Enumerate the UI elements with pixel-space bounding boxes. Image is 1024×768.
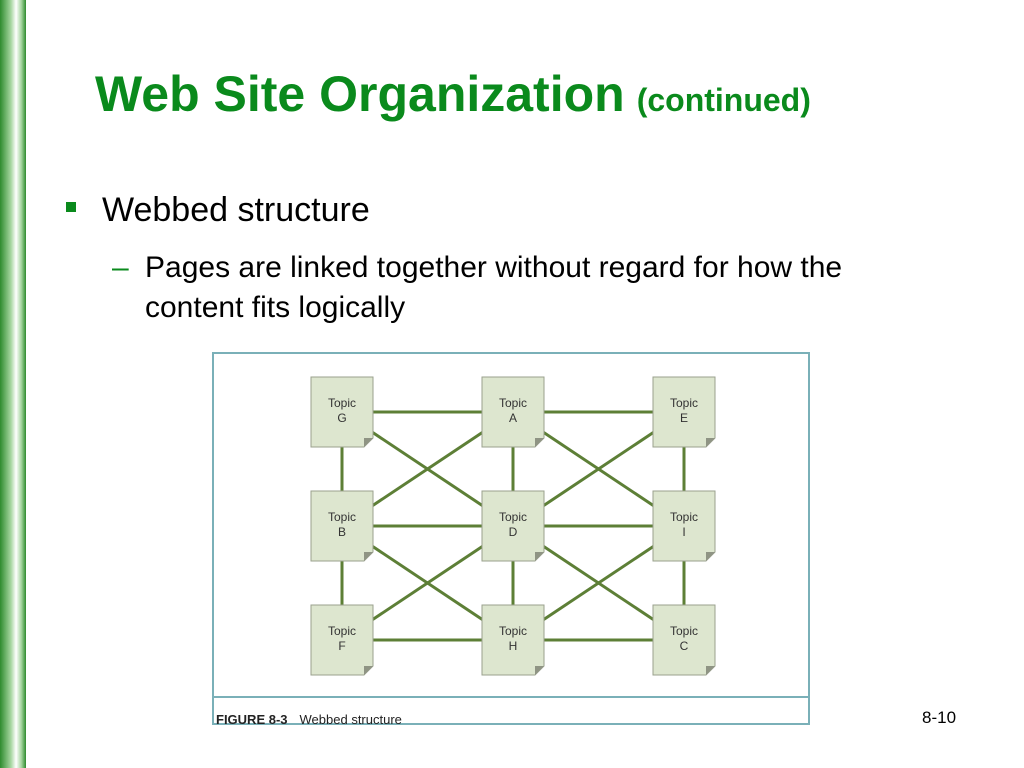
figure-caption-text: Webbed structure [299,712,402,727]
bullet-square-icon [66,202,76,212]
topic-letter: I [682,525,685,539]
page-fold-icon [706,552,715,561]
topic-label: Topic [499,624,527,638]
topic-label: Topic [499,396,527,410]
topic-letter: D [509,525,518,539]
page-fold-icon [364,552,373,561]
slide-title-suffix: (continued) [636,82,811,118]
topic-letter: B [338,525,346,539]
decorative-side-bar [0,0,26,768]
topic-letter: A [509,411,517,425]
topic-letter: G [337,411,346,425]
figure-caption: FIGURE 8-3 Webbed structure [216,712,402,727]
topic-letter: C [680,639,689,653]
webbed-structure-diagram: TopicGTopicATopicETopicBTopicDTopicITopi… [310,376,716,676]
bullet-text: Webbed structure [102,191,370,229]
slide-title-main: Web Site Organization [95,66,625,122]
topic-letter: F [338,639,345,653]
page-fold-icon [706,438,715,447]
topic-label: Topic [670,624,698,638]
caption-divider [214,696,808,698]
figure-number: FIGURE 8-3 [216,712,288,727]
page-fold-icon [364,666,373,675]
sub-bullet-text: Pages are linked together without regard… [145,251,843,324]
page-fold-icon [706,666,715,675]
topic-label: Topic [499,510,527,524]
page-fold-icon [364,438,373,447]
topic-letter: E [680,411,688,425]
page-fold-icon [535,552,544,561]
topic-label: Topic [670,396,698,410]
sub-bullet-dash: – [112,251,129,284]
page-fold-icon [535,666,544,675]
topic-letter: H [509,639,518,653]
slide-number: 8-10 [922,708,957,727]
topic-label: Topic [328,510,356,524]
slide-title: Web Site Organization (continued) [95,62,811,132]
topic-label: Topic [670,510,698,524]
topic-label: Topic [328,396,356,410]
page-fold-icon [535,438,544,447]
topic-label: Topic [328,624,356,638]
